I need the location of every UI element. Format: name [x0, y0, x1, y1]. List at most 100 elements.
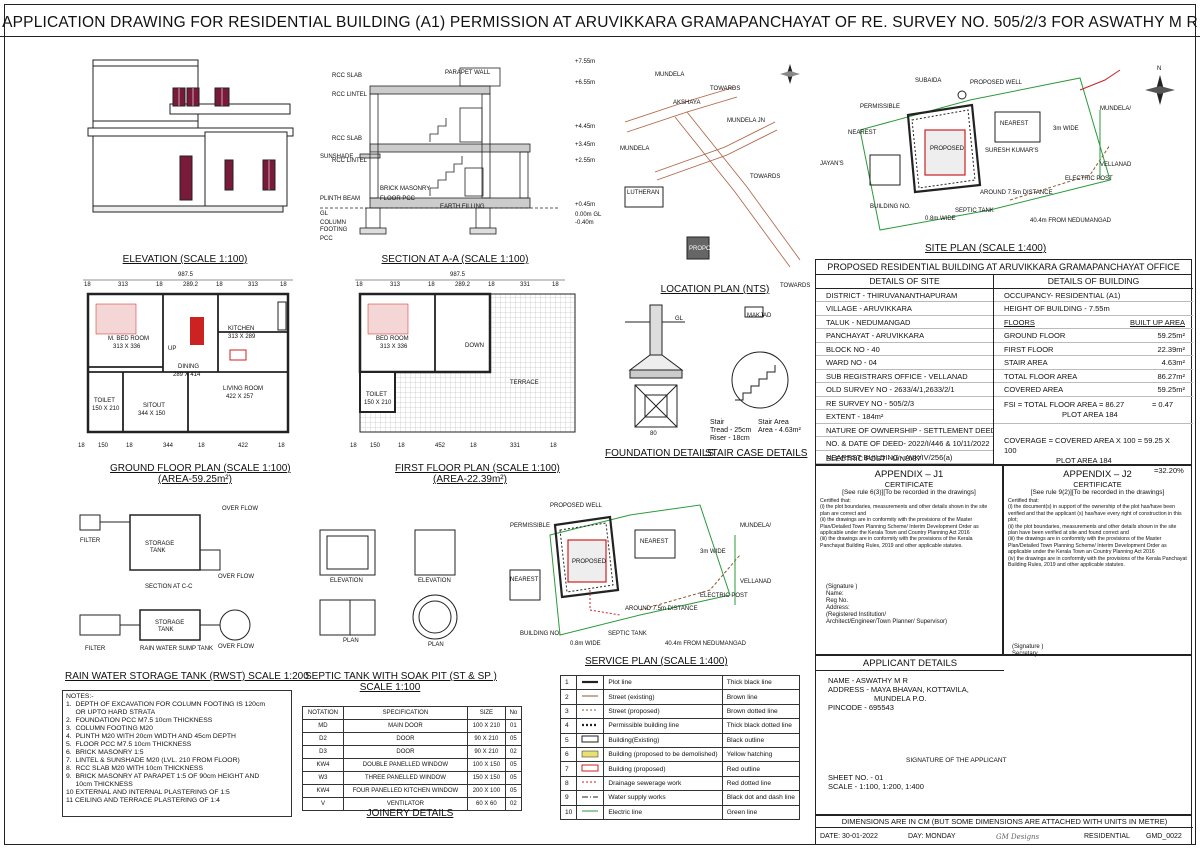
- footer-block: DIMENSIONS ARE IN CM (BUT SOME DIMENSION…: [815, 815, 1193, 845]
- svg-text:RCC LINTEL: RCC LINTEL: [332, 92, 368, 98]
- joinery-cell: 90 X 210: [466, 732, 506, 746]
- note-item: 4. PLINTH M20 WITH 20cm WIDTH AND 45cm D…: [66, 733, 236, 740]
- joinery-cell: KW4: [302, 758, 344, 772]
- joinery-cell: 150 X 150: [466, 771, 506, 785]
- svg-text:313: 313: [390, 282, 401, 288]
- svg-text:KITCHEN: KITCHEN: [228, 326, 254, 332]
- svg-text:18: 18: [350, 443, 357, 449]
- applicant-head: APPLICANT DETAILS: [816, 656, 1004, 671]
- svg-text:BUILDING NO.: BUILDING NO.: [520, 631, 561, 637]
- svg-text:18: 18: [356, 282, 363, 288]
- legend-number: 7: [559, 761, 578, 777]
- legend-number: 1: [559, 674, 578, 691]
- note-item: 10cm THICKNESS: [66, 781, 133, 788]
- svg-text:TERRACE: TERRACE: [510, 380, 539, 386]
- drawing-frame: [4, 4, 1196, 845]
- svg-text:18: 18: [216, 282, 223, 288]
- svg-text:UP: UP: [168, 346, 176, 352]
- site-row: OLD SURVEY NO - 2633/4/1,2633/2/1: [816, 383, 993, 397]
- svg-text:OVER FLOW: OVER FLOW: [222, 506, 258, 512]
- joinery-cell: KW4: [302, 784, 344, 798]
- svg-text:18: 18: [278, 443, 285, 449]
- site-details-table: PROPOSED RESIDENTIAL BUILDING AT ARUVIKK…: [815, 259, 1193, 475]
- nearest-row: NEAREST BUILDING - AVK/IV/256(a): [816, 451, 993, 464]
- svg-text:SITOUT: SITOUT: [143, 403, 165, 409]
- legend-swatch: [576, 761, 605, 777]
- svg-text:PERMISSIBLE: PERMISSIBLE: [510, 523, 550, 529]
- svg-text:PROPOSED WELL: PROPOSED WELL: [970, 80, 1023, 86]
- svg-text:MAKJAD: MAKJAD: [747, 313, 772, 319]
- svg-text:VELLANAD: VELLANAD: [1100, 162, 1132, 168]
- sheet-info: SHEET NO. - 01 SCALE - 1:100, 1:200, 1:4…: [828, 773, 924, 791]
- site-row: PANCHAYAT - ARUVIKKARA: [816, 329, 993, 343]
- footer-type: RESIDENTIAL: [1084, 833, 1130, 840]
- svg-text:MUNDELA JN: MUNDELA JN: [727, 118, 765, 124]
- svg-text:OVER FLOW: OVER FLOW: [218, 644, 254, 650]
- appendix-j2: APPENDIX – J2 CERTIFICATE [See rule 9(2)…: [1003, 465, 1192, 657]
- svg-text:PROPOSED: PROPOSED: [930, 146, 965, 152]
- applicant-name: NAME - ASWATHY M R: [828, 676, 908, 685]
- svg-text:18: 18: [126, 443, 133, 449]
- svg-text:313 X 336: 313 X 336: [113, 344, 141, 350]
- note-item: 6. BRICK MASONRY 1:5: [66, 749, 144, 756]
- legend-swatch: [576, 790, 605, 806]
- legend-style: Thick black dotted line: [721, 718, 801, 734]
- note-item: OR UPTO HARD STRATA: [66, 709, 156, 716]
- svg-text:PROPOSED WELL: PROPOSED WELL: [550, 503, 603, 509]
- svg-text:AROUND 7.5m DISTANCE: AROUND 7.5m DISTANCE: [980, 190, 1053, 196]
- svg-text:SURESH KUMAR'S: SURESH KUMAR'S: [985, 148, 1039, 154]
- appendix-j2-sub: CERTIFICATE: [1073, 480, 1122, 489]
- svg-text:SEPTIC TANK: SEPTIC TANK: [608, 631, 647, 637]
- footer-code: GMD_0022: [1146, 833, 1182, 840]
- svg-text:987.5: 987.5: [450, 272, 466, 278]
- svg-text:150 X 210: 150 X 210: [364, 400, 392, 406]
- joinery-cell: 05: [504, 732, 523, 746]
- appendix-j1-signature: (Signature ) Name: Reg No. Address: (Reg…: [826, 584, 948, 625]
- svg-text:PARAPET WALL: PARAPET WALL: [445, 70, 491, 76]
- note-item: 8. RCC SLAB M20 WITH 10cm THICKNESS: [66, 765, 203, 772]
- svg-text:RCC SLAB: RCC SLAB: [332, 73, 362, 79]
- first-area: (AREA-22.39m²): [433, 474, 507, 485]
- legend-style: Green line: [721, 804, 801, 820]
- legend-swatch: [576, 718, 605, 734]
- svg-text:987.5: 987.5: [178, 272, 194, 278]
- septic-scale: SCALE 1:100: [359, 682, 421, 693]
- svg-text:SEPTIC TANK: SEPTIC TANK: [955, 208, 994, 214]
- appendix-j2-rule: [See rule 9(2)][To be recorded in the dr…: [1030, 489, 1165, 496]
- joinery-cell: W3: [302, 771, 344, 785]
- svg-text:GL: GL: [675, 316, 684, 322]
- svg-text:AROUND 7.5m DISTANCE: AROUND 7.5m DISTANCE: [625, 606, 698, 612]
- joinery-cell: 02: [504, 745, 523, 759]
- legend-item: Water supply works: [603, 790, 723, 806]
- septic-caption: SEPTIC TANK WITH SOAK PIT (ST & SP ): [305, 671, 497, 682]
- svg-text:ELECTRIC POST: ELECTRIC POST: [700, 593, 748, 599]
- svg-text:PLINTH BEAM: PLINTH BEAM: [320, 196, 360, 202]
- svg-text:GL: GL: [320, 211, 329, 217]
- legend-item: Drainage sewerage work: [603, 775, 723, 792]
- legend-item: Building(Existing): [603, 732, 723, 748]
- legend-number: 9: [559, 790, 578, 806]
- foundation-caption: FOUNDATION DETAILS: [605, 448, 715, 459]
- site-row: BLOCK NO - 40: [816, 343, 993, 356]
- note-item: 7. LINTEL & SUNSHADE M20 (LVL. 210 FROM …: [66, 757, 240, 764]
- svg-text:150: 150: [98, 443, 109, 449]
- svg-text:18: 18: [398, 443, 405, 449]
- svg-text:313 X 289: 313 X 289: [228, 334, 256, 340]
- applicant-signature: SIGNATURE OF THE APPLICANT: [906, 757, 1007, 764]
- site-details-column: DETAILS OF SITE DISTRICT - THIRUVANANTHA…: [816, 275, 994, 466]
- svg-text:BRICK MASONRY: BRICK MASONRY: [380, 186, 430, 192]
- svg-text:289 X 414: 289 X 414: [173, 372, 201, 378]
- svg-text:DOWN: DOWN: [465, 343, 484, 349]
